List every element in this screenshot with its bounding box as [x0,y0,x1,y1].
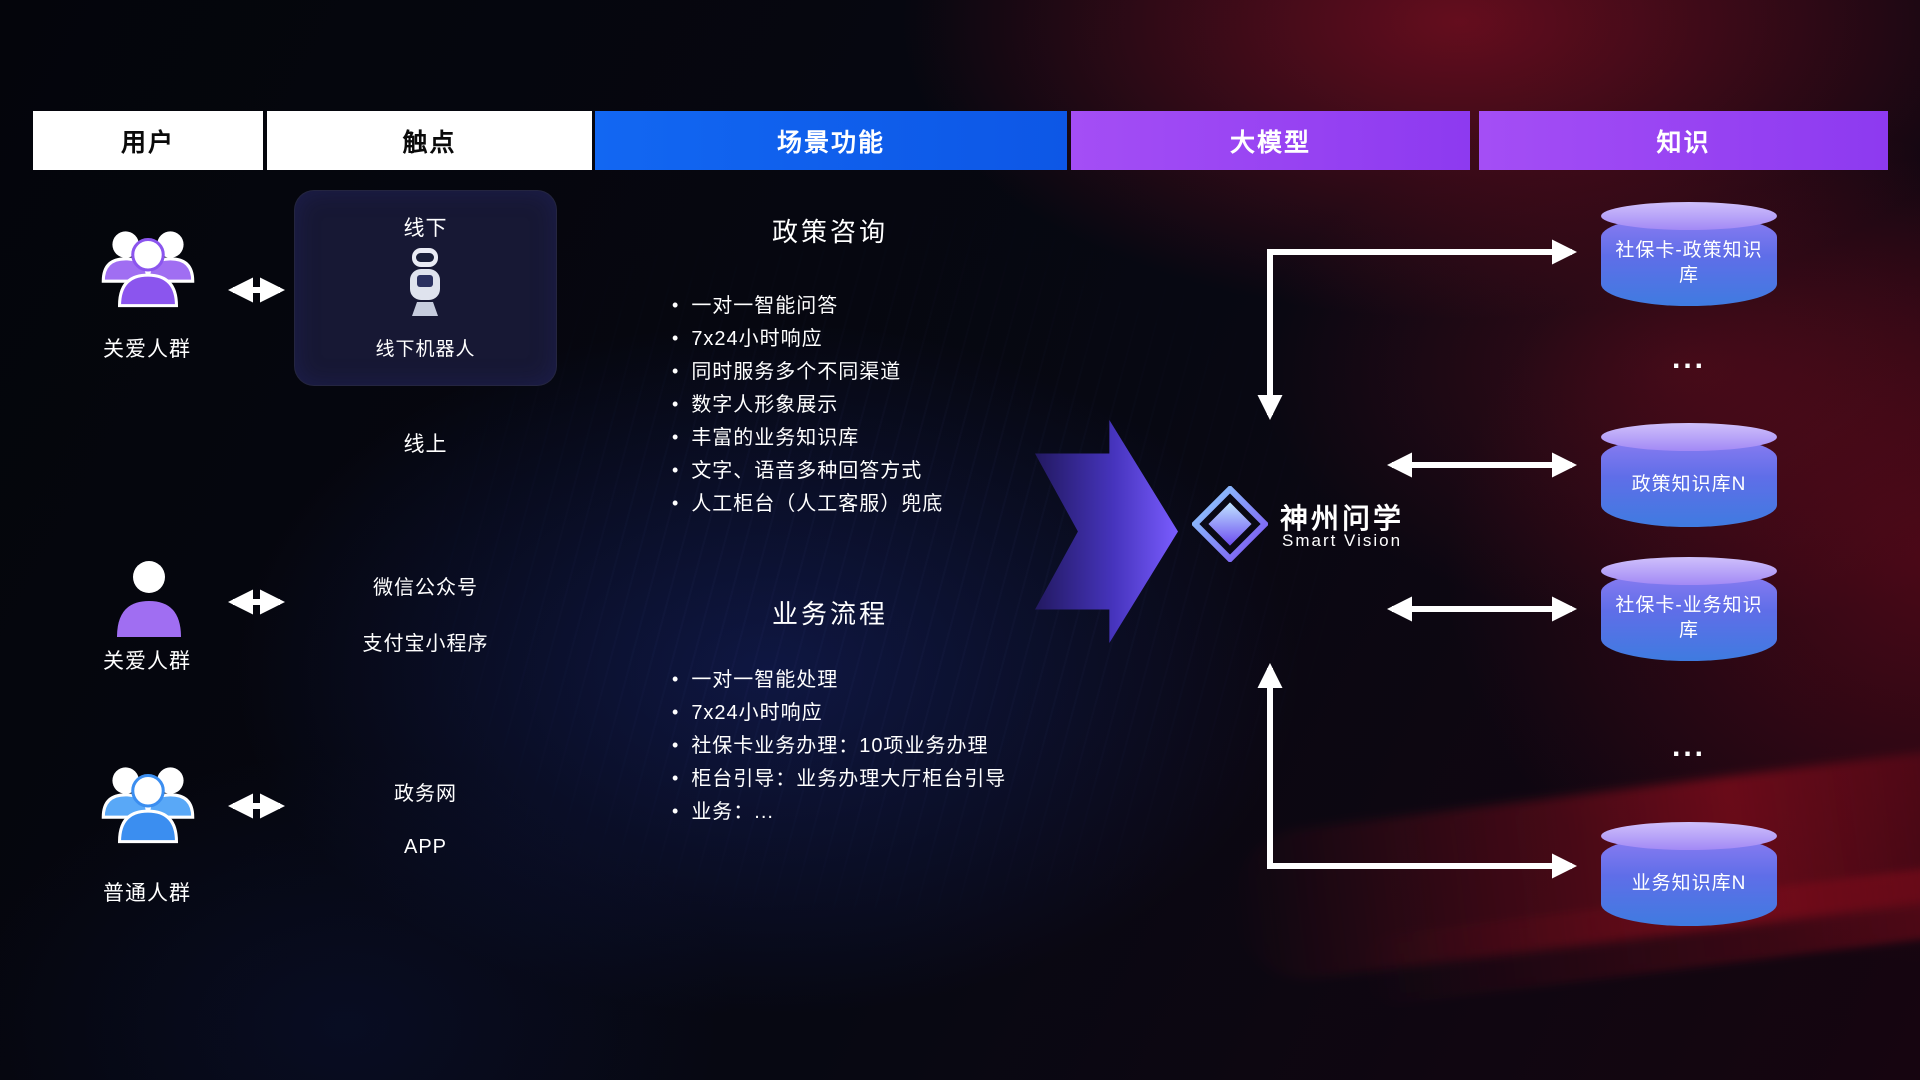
cylinder-body [1601,215,1777,306]
header-users-label: 用户 [120,128,175,157]
header-large-model-label: 大模型 [1229,128,1311,157]
header-knowledge-label: 知识 [1656,128,1711,157]
online-title: 线上 [403,433,448,456]
policy-item: 7x24小时响应 [672,323,943,356]
business-item: 社保卡业务办理：10项业务办理 [672,730,1006,763]
people-group-blue-icon [101,767,195,844]
policy-item: 一对一智能问答 [672,290,943,323]
kb-ellipsis-2: ... [1671,730,1706,763]
cylinder-top [1601,822,1777,850]
policy-item: 同时服务多个不同渠道 [672,356,943,389]
policy-feature-list: 一对一智能问答 7x24小时响应 同时服务多个不同渠道 数字人形象展示 丰富的业… [672,290,943,521]
model-name: 神州问学 [1280,503,1405,534]
business-feature-list: 一对一智能处理 7x24小时响应 社保卡业务办理：10项业务办理 柜台引导：业务… [672,664,1006,829]
header-users: 用户 [33,111,263,170]
user-label-2: 关爱人群 [103,650,191,673]
user-group-general-icon [87,754,209,861]
kb-cylinder-4: 业务知识库N [1601,822,1777,926]
user-label-1: 关爱人群 [103,338,191,361]
policy-item: 丰富的业务知识库 [672,422,943,455]
business-item: 7x24小时响应 [672,697,1006,730]
robot-icon [402,246,448,325]
header-large-model: 大模型 [1071,111,1470,170]
channel-alipay: 支付宝小程序 [362,633,489,655]
kb-cylinder-2: 政策知识库N [1601,423,1777,527]
flow-arrow-to-model [1035,420,1178,643]
kb-label-1: 社保卡-政策知识库 [1615,240,1763,286]
business-item: 业务：... [672,796,1006,829]
offline-title: 线下 [403,217,448,240]
cylinder-body [1601,570,1777,661]
kb-label-3: 社保卡-业务知识库 [1615,595,1763,641]
header-touchpoints: 触点 [267,111,592,170]
channel-wechat: 微信公众号 [373,577,478,599]
header-touchpoints-label: 触点 [402,128,457,157]
policy-item: 人工柜台（人工客服）兜底 [672,488,943,521]
arrow-model-kb1 [1257,239,1578,421]
scene-title-policy: 政策咨询 [771,217,888,247]
header-scene-functions: 场景功能 [595,111,1067,170]
kb-ellipsis-1: ... [1671,342,1706,375]
channel-app: APP [403,836,448,858]
cylinder-body [1601,436,1777,527]
policy-item: 数字人形象展示 [672,389,943,422]
model-subtitle: Smart Vision [1282,531,1403,550]
header-scene-functions-label: 场景功能 [776,128,885,157]
user-single-care-icon [109,552,189,651]
kb-cylinder-3: 社保卡-业务知识库 [1601,557,1777,661]
policy-item: 文字、语音多种回答方式 [672,455,943,488]
model-logo [1190,484,1270,567]
user-label-3: 普通人群 [103,882,191,905]
cylinder-top [1601,202,1777,230]
offline-device-label: 线下机器人 [375,339,476,360]
diamond-logo-icon [1190,484,1270,564]
person-icon [117,561,181,637]
channel-gov-web: 政务网 [394,783,457,805]
cylinder-top [1601,423,1777,451]
kb-cylinder-1: 社保卡-政策知识库 [1601,202,1777,306]
business-item: 柜台引导：业务办理大厅柜台引导 [672,763,1006,796]
business-item: 一对一智能处理 [672,664,1006,697]
cylinder-body [1601,835,1777,926]
kb-label-2: 政策知识库N [1631,473,1747,495]
scene-title-business: 业务流程 [771,599,888,629]
header-knowledge: 知识 [1479,111,1888,170]
people-group-icon [101,231,195,308]
user-group-care-icon [87,218,209,325]
kb-label-4: 业务知识库N [1631,872,1747,894]
offline-robot-icon [410,248,440,316]
cylinder-top [1601,557,1777,585]
